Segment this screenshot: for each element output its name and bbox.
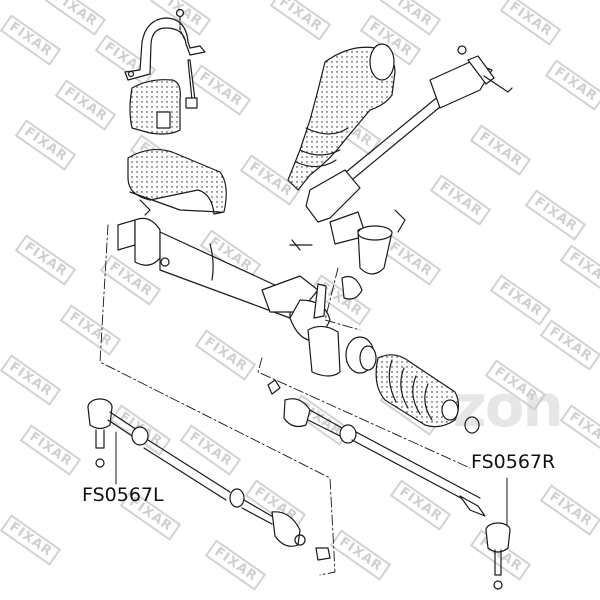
steering-rack-housing — [117, 217, 377, 377]
inner-tie-rod — [267, 379, 481, 507]
steering-shaft-boot — [287, 43, 396, 191]
left-tie-rod-assembly — [87, 398, 331, 561]
rubber-bushing — [129, 79, 181, 135]
mounting-clamp — [124, 8, 206, 109]
assembly-guide-lines — [99, 224, 471, 576]
rack-mount-cover — [127, 148, 227, 216]
part-number-label-left: FS0567L — [82, 484, 164, 506]
rack-bellows-boot — [375, 354, 480, 434]
right-tie-rod-end — [459, 495, 511, 590]
intermediate-steering-shaft — [305, 45, 513, 245]
part-number-label-right: FS0567R — [471, 451, 556, 473]
pinion-housing-boot — [289, 209, 406, 275]
